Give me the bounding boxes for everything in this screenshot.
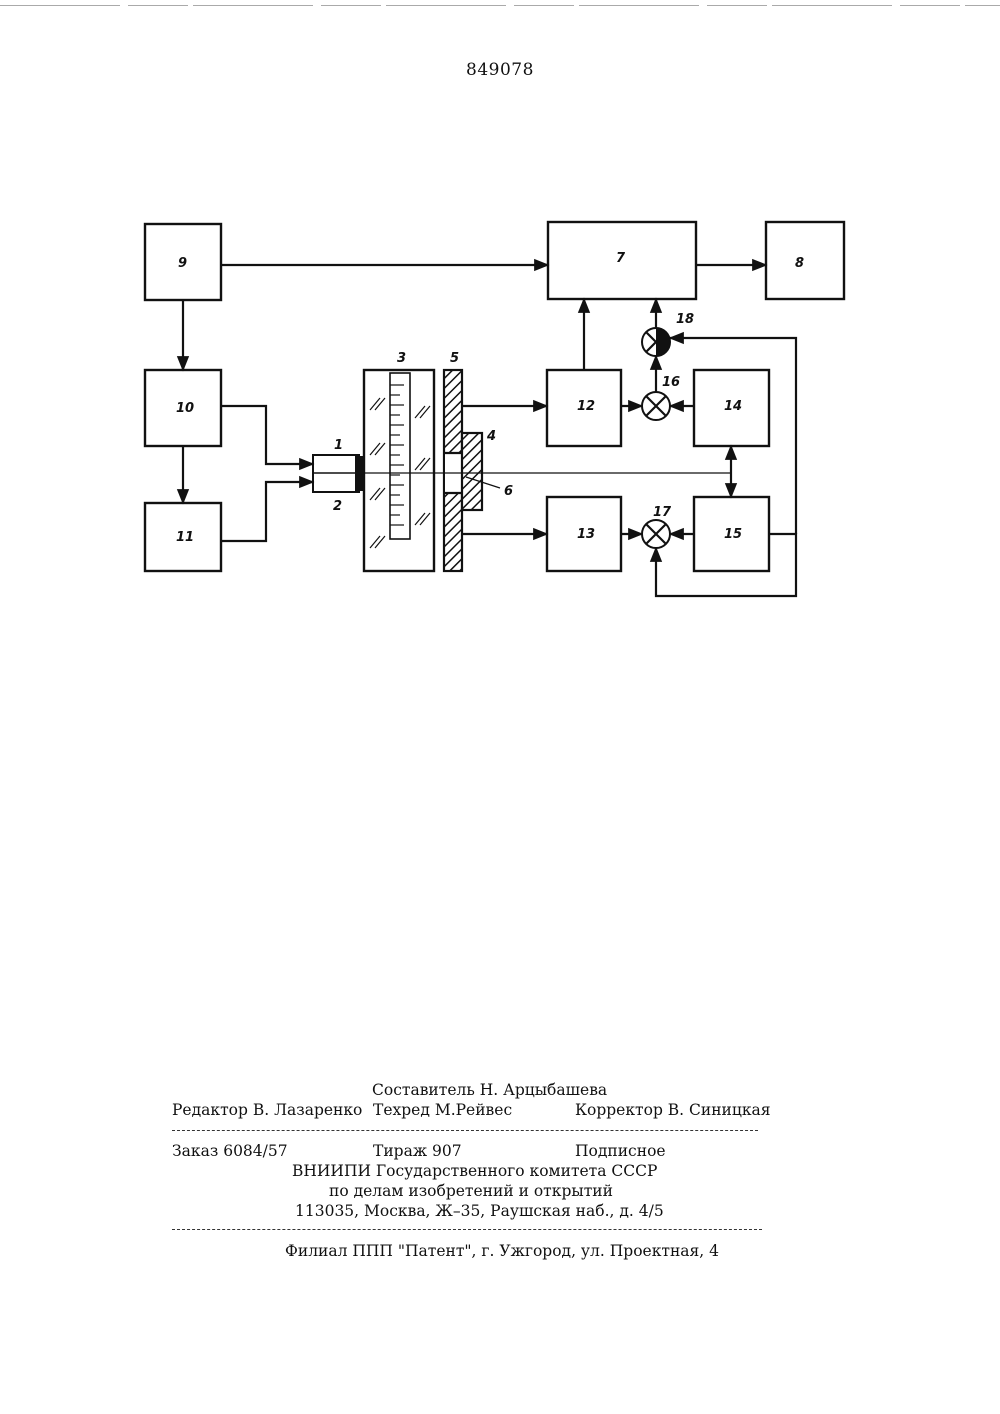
branch-line: Филиал ППП "Патент", г. Ужгород, ул. Про… bbox=[285, 1242, 719, 1260]
block-7: 7 bbox=[548, 222, 696, 299]
corrector-line: Корректор В. Синицкая bbox=[575, 1101, 771, 1119]
block-9: 9 bbox=[145, 224, 221, 300]
techred-line: Техред М.Рейвес bbox=[373, 1101, 512, 1119]
separator-rule-2 bbox=[172, 1229, 762, 1230]
svg-text:18: 18 bbox=[676, 312, 694, 327]
svg-text:8: 8 bbox=[795, 256, 804, 271]
block-15: 15 bbox=[694, 497, 769, 571]
element-4-sensor: 4 bbox=[462, 429, 496, 510]
svg-text:15: 15 bbox=[724, 527, 742, 542]
compiler-line: Составитель Н. Арцыбашева bbox=[372, 1081, 607, 1099]
comparator-16: 16 bbox=[642, 375, 680, 420]
block-10: 10 bbox=[145, 370, 221, 446]
svg-text:6: 6 bbox=[504, 484, 513, 499]
comparator-17: 17 bbox=[642, 505, 672, 548]
svg-text:4: 4 bbox=[486, 429, 496, 444]
svg-text:9: 9 bbox=[178, 256, 187, 271]
element-5-plate: 5 bbox=[444, 351, 462, 571]
svg-text:11: 11 bbox=[176, 530, 194, 545]
address-line: 113035, Москва, Ж–35, Раушская наб., д. … bbox=[295, 1202, 664, 1220]
svg-text:10: 10 bbox=[176, 401, 194, 416]
block-diagram: 9 10 11 7 8 12 13 14 15 bbox=[0, 0, 1000, 700]
element-3-scale: 3 bbox=[364, 351, 434, 571]
svg-text:16: 16 bbox=[662, 375, 680, 390]
separator-rule-1 bbox=[172, 1130, 758, 1131]
block-14: 14 bbox=[694, 370, 769, 446]
svg-text:3: 3 bbox=[397, 351, 406, 366]
comparator-18: 18 bbox=[642, 312, 694, 356]
svg-text:12: 12 bbox=[577, 399, 595, 414]
light-sources-1-2: 1 2 bbox=[313, 438, 363, 514]
svg-text:13: 13 bbox=[577, 527, 595, 542]
svg-text:17: 17 bbox=[653, 505, 672, 520]
block-13: 13 bbox=[547, 497, 621, 571]
block-8: 8 bbox=[766, 222, 844, 299]
editor-line: Редактор В. Лазаренко bbox=[172, 1101, 362, 1119]
svg-text:2: 2 bbox=[333, 499, 342, 514]
block-12: 12 bbox=[547, 370, 621, 446]
svg-text:7: 7 bbox=[616, 251, 626, 266]
svg-text:5: 5 bbox=[450, 351, 459, 366]
svg-text:14: 14 bbox=[724, 399, 742, 414]
block-11: 11 bbox=[145, 503, 221, 571]
subscription-line: Подписное bbox=[575, 1142, 666, 1160]
organization-line-2: по делам изобретений и открытий bbox=[329, 1182, 613, 1200]
order-line: Заказ 6084/57 bbox=[172, 1142, 288, 1160]
svg-text:1: 1 bbox=[334, 438, 343, 453]
circulation-line: Тираж 907 bbox=[373, 1142, 462, 1160]
organization-line-1: ВНИИПИ Государственного комитета СССР bbox=[292, 1162, 657, 1180]
